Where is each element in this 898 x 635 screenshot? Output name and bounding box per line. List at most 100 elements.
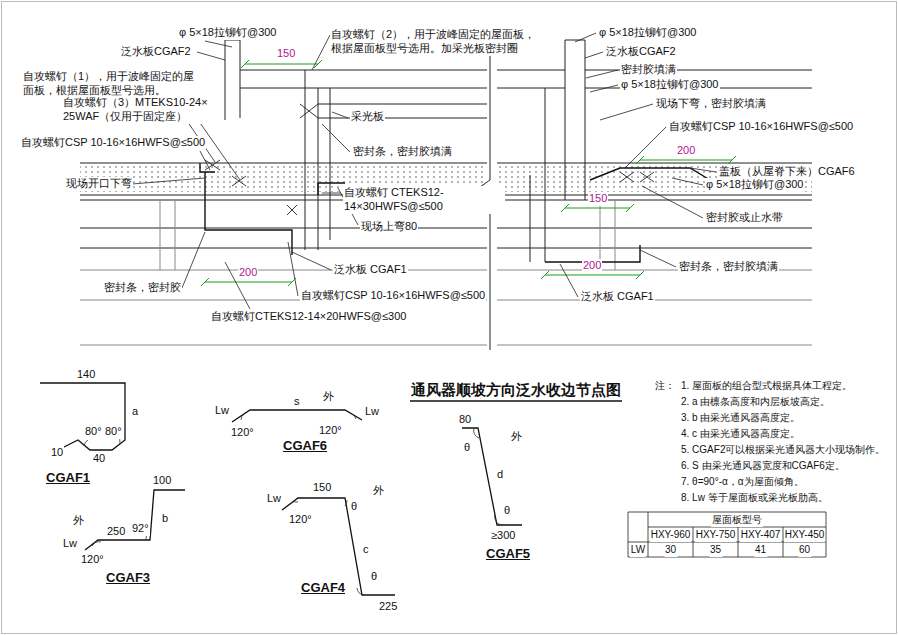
table-grid bbox=[628, 512, 826, 557]
annotation-label: 自攻螺钉CSP 10-16×16HWFS@≤500 bbox=[20, 136, 206, 150]
annotation-label: 现场下弯，密封胶填满 bbox=[655, 97, 767, 111]
table-cell: HXY-750 bbox=[695, 529, 737, 542]
note-line: 注： bbox=[654, 380, 676, 393]
annotation-label: Lw bbox=[62, 537, 78, 551]
annotation-label: 225 bbox=[378, 600, 398, 614]
part-name: CGAF6 bbox=[282, 438, 328, 454]
annotation-label: 现场上弯80 bbox=[360, 220, 418, 234]
annotation-label: 密封条，密封胶 bbox=[103, 281, 182, 295]
annotation-label: 泛水板CGAF2 bbox=[120, 45, 192, 59]
ventilator-frame bbox=[225, 40, 812, 262]
dimension-line bbox=[201, 60, 736, 286]
note-line: 1. 屋面板的组合型式根据具体工程定。 bbox=[680, 380, 853, 393]
flashing-profile bbox=[200, 163, 710, 262]
annotation-label: θ bbox=[463, 441, 471, 455]
table-cell: 30 bbox=[664, 544, 677, 557]
annotation-label: θ bbox=[370, 570, 378, 584]
leader-line bbox=[132, 33, 716, 309]
annotation-label: 120° bbox=[80, 553, 105, 567]
annotation-label: 自攻螺钉（3）MTEKS10-24× 25WAF（仅用于固定座） bbox=[62, 96, 210, 124]
note-line: 5. CGAF2可以根据采光通风器大小现场制作。 bbox=[680, 444, 886, 457]
annotation-label: 140 bbox=[76, 368, 96, 382]
annotation-label: 120° bbox=[230, 426, 255, 440]
annotation-label: 盖板（从屋脊下来）CGAF6 bbox=[718, 165, 856, 179]
dimension-value: 200 bbox=[676, 144, 696, 158]
annotation-label: 40 bbox=[92, 452, 106, 466]
annotation-label: a bbox=[131, 405, 139, 419]
annotation-label: Lw bbox=[266, 492, 282, 506]
table-cell: 60 bbox=[798, 544, 811, 557]
annotation-label: 80° bbox=[104, 425, 123, 439]
annotation-label: 外 bbox=[372, 484, 385, 498]
annotation-label: 80 bbox=[458, 413, 472, 427]
annotation-label: b bbox=[161, 512, 169, 526]
annotation-label: 120° bbox=[288, 513, 313, 527]
annotation-label: 120° bbox=[318, 424, 343, 438]
seal-mark bbox=[205, 104, 654, 215]
annotation-label: 采光板 bbox=[350, 110, 385, 124]
note-line: 4. c 由采光通风器高度定。 bbox=[680, 428, 801, 441]
drawing-title: 通风器顺坡方向泛水收边节点图 bbox=[410, 381, 622, 400]
annotation-label: 外 bbox=[72, 514, 85, 528]
annotation-label: 外 bbox=[322, 390, 335, 404]
annotation-label: Lw bbox=[214, 404, 230, 418]
annotation-label: 自攻螺钉CSP 10-16×16HWFS@≤500 bbox=[668, 120, 854, 134]
angle-arc bbox=[84, 414, 503, 595]
annotation-label: 泛水板 CGAF1 bbox=[333, 263, 408, 277]
annotation-label: φ 5×18拉铆钉@300 bbox=[598, 26, 698, 40]
table-cell: 41 bbox=[754, 544, 767, 557]
annotation-label: 10 bbox=[50, 446, 64, 460]
dimension-value: 150 bbox=[588, 192, 608, 206]
annotation-label: 泛水板 CGAF1 bbox=[580, 290, 655, 304]
annotation-label: φ 5×18拉铆钉@300 bbox=[620, 78, 720, 92]
annotation-label: 密封条，密封胶填满 bbox=[678, 260, 779, 274]
annotation-label: 泛水板CGAF2 bbox=[605, 45, 677, 59]
annotation-label: θ bbox=[503, 504, 511, 518]
annotation-label: 密封胶或止水带 bbox=[705, 211, 784, 225]
table-cell: HXY-407 bbox=[740, 529, 782, 542]
annotation-label: Lw bbox=[364, 405, 380, 419]
annotation-label: 150 bbox=[312, 481, 332, 495]
note-line: 7. θ=90°-α，α为屋面倾角。 bbox=[680, 476, 805, 489]
annotation-label: 自攻螺钉CSP 10-16×16HWFS@≤500 bbox=[300, 289, 486, 303]
table-cell: 屋面板型号 bbox=[711, 514, 763, 527]
annotation-label: d bbox=[496, 468, 504, 482]
annotation-label: s bbox=[293, 395, 301, 409]
part-name: CGAF5 bbox=[485, 546, 531, 562]
annotation-label: 自攻螺钉（1），用于波峰固定的屋 面板，根据屋面板型号选用。 bbox=[22, 70, 206, 98]
annotation-label: 自攻螺钉（2），用于波峰固定的屋面板， 根据屋面板型号选用。加采光板密封圈 bbox=[330, 28, 546, 56]
annotation-label: 250 bbox=[106, 525, 126, 539]
table-cell: HXY-450 bbox=[784, 529, 826, 542]
table-cell: HXY-960 bbox=[650, 529, 692, 542]
part-name: CGAF1 bbox=[45, 470, 91, 486]
dimension-value: 200 bbox=[582, 259, 602, 273]
note-line: 6. S 由采光通风器宽度和CGAF6定。 bbox=[680, 460, 846, 473]
annotation-label: φ 5×18拉铆钉@300 bbox=[705, 178, 805, 192]
annotation-label: 密封胶填满 bbox=[620, 63, 677, 77]
note-line: 2. a 由檩条高度和内层板坡高定。 bbox=[680, 396, 831, 409]
annotation-label: 自攻螺钉CTEKS12-14×20HWFS@≤300 bbox=[210, 310, 407, 324]
annotation-label: ≥300 bbox=[490, 529, 516, 543]
purlin-lines bbox=[80, 200, 812, 345]
annotation-label: 自攻螺钉 CTEKS12-14×30HWFS@≤500 bbox=[343, 186, 505, 214]
part-name: CGAF3 bbox=[105, 570, 151, 586]
annotation-label: φ 5×18拉铆钉@300 bbox=[178, 26, 278, 40]
note-line: 3. b 由采光通风器高度定。 bbox=[680, 412, 801, 425]
annotation-label: 100 bbox=[152, 474, 172, 488]
table-cell: LW bbox=[630, 544, 646, 557]
dimension-value: 150 bbox=[276, 47, 296, 61]
title-underline bbox=[410, 400, 622, 402]
annotation-label: c bbox=[362, 543, 370, 557]
note-line: 8. Lw 等于屋面板或采光板肋高。 bbox=[680, 492, 829, 505]
annotation-label: θ bbox=[350, 500, 358, 514]
table-cell: 35 bbox=[709, 544, 722, 557]
dimension-value: 200 bbox=[238, 266, 258, 280]
profile-section bbox=[40, 383, 522, 595]
annotation-label: 92° bbox=[131, 522, 150, 536]
annotation-label: 现场开口下弯 bbox=[65, 177, 133, 191]
annotation-label: 密封条，密封胶填满 bbox=[352, 145, 453, 159]
annotation-label: 80° bbox=[84, 425, 103, 439]
